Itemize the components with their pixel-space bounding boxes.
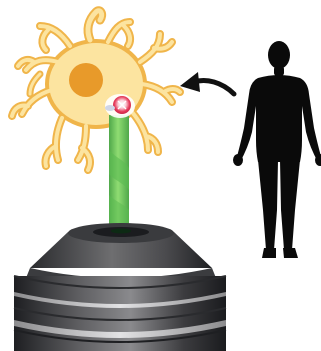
arrow-icon xyxy=(180,72,234,94)
cell-nucleus xyxy=(69,63,103,97)
microscope-objective xyxy=(14,223,226,351)
fluorescent-probe-tip xyxy=(105,94,135,118)
human-figure xyxy=(233,41,321,258)
optical-fiber-probe xyxy=(109,115,129,227)
